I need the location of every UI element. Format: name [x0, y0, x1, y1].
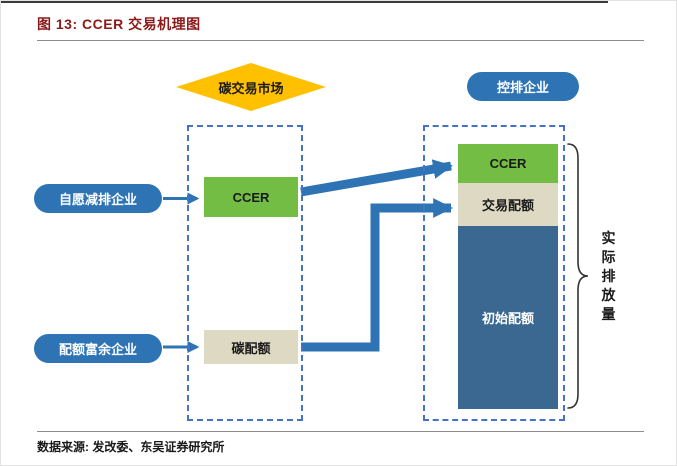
title-divider: [37, 40, 644, 41]
quota-surplus-label: 配额富余企业: [58, 342, 137, 357]
stack-trade-quota-label: 交易配额: [481, 198, 534, 213]
stack-ccer-segment: CCER: [458, 144, 558, 183]
brace-icon: [567, 143, 589, 409]
arrow-ccer-to-stack: [300, 159, 453, 197]
carbon-market-label: 碳交易市场: [218, 80, 284, 96]
stack-ccer-label: CCER: [489, 156, 527, 171]
ccer-box: CCER: [204, 177, 298, 217]
voluntary-reduction-label: 自愿减排企业: [58, 192, 137, 207]
actual-emission-label: 实际排放量: [601, 230, 616, 322]
stack-trade-quota-segment: 交易配额: [458, 183, 558, 226]
emission-stack: CCER 交易配额 初始配额: [458, 144, 558, 409]
quota-surplus-pill: 配额富余企业: [34, 334, 162, 363]
carbon-market-dashed-box: [187, 125, 303, 421]
controlled-enterprise-label: 控排企业: [496, 80, 549, 95]
footer-divider: [37, 431, 644, 432]
carbon-quota-box-label: 碳配额: [231, 340, 271, 356]
stack-initial-quota-label: 初始配额: [481, 311, 534, 326]
controlled-enterprise-pill: 控排企业: [467, 72, 579, 101]
voluntary-reduction-pill: 自愿减排企业: [34, 184, 162, 213]
data-source-text: 数据来源: 发改委、东吴证券研究所: [37, 440, 225, 454]
carbon-quota-box: 碳配额: [204, 330, 298, 364]
stack-initial-quota-segment: 初始配额: [458, 226, 558, 409]
arrow-quota-to-stack: [301, 198, 453, 352]
figure-title: 图 13: CCER 交易机理图: [37, 16, 201, 32]
ccer-box-label: CCER: [232, 189, 270, 205]
bottom-border: [1, 1, 608, 3]
controlled-enterprise-dashed-box: [423, 125, 565, 421]
